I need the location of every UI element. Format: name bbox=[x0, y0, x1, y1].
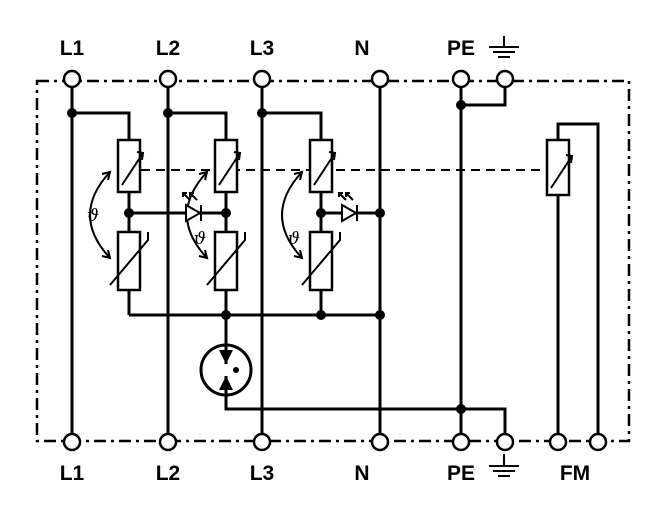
thermal-disconnector-icon bbox=[213, 138, 242, 194]
label-top-l2: L2 bbox=[156, 37, 181, 60]
spark-gap-icon bbox=[199, 343, 253, 397]
branch-feed-l3 bbox=[262, 111, 323, 140]
label-bottom-l1: L1 bbox=[60, 462, 85, 485]
thermal-disconnector-icon bbox=[116, 138, 145, 194]
remote-signal-contact-icon bbox=[545, 122, 600, 436]
led-indicator-icon bbox=[338, 192, 359, 223]
terminal-icon bbox=[62, 432, 608, 452]
thermal-coupling-3: ϑ bbox=[281, 170, 304, 260]
varistor-icon bbox=[206, 230, 246, 292]
thermal-symbol: ϑ bbox=[288, 229, 300, 249]
label-bottom-pe: PE bbox=[447, 462, 475, 485]
label-top-l1: L1 bbox=[60, 37, 85, 60]
varistor-icon bbox=[301, 230, 341, 292]
thermal-coupling-1: ϑ bbox=[87, 170, 112, 260]
ground-icon bbox=[489, 36, 519, 58]
terminal-icon bbox=[62, 69, 515, 89]
label-bottom-n: N bbox=[354, 462, 369, 485]
pe-bottom-ground-link bbox=[461, 407, 507, 435]
label-top-l3: L3 bbox=[250, 37, 275, 60]
branch-feed-l1 bbox=[72, 111, 131, 140]
label-top-n: N bbox=[354, 37, 369, 60]
thermal-symbol: ϑ bbox=[87, 206, 99, 226]
thermal-symbol: ϑ bbox=[194, 229, 206, 249]
junction-dots bbox=[67, 100, 466, 414]
pe-top-ground-link bbox=[461, 86, 507, 107]
ground-icon bbox=[489, 454, 519, 477]
led-indicator-icon bbox=[182, 192, 203, 223]
label-bottom-l3: L3 bbox=[250, 462, 275, 485]
branch-feed-l2 bbox=[168, 111, 228, 140]
thermal-disconnector-icon bbox=[308, 138, 337, 194]
varistor-icon bbox=[109, 230, 149, 292]
label-bottom-l2: L2 bbox=[156, 462, 181, 485]
spark-gap-to-pe bbox=[224, 394, 461, 411]
label-top-pe: PE bbox=[447, 37, 475, 60]
label-bottom-fm: FM bbox=[560, 462, 590, 485]
